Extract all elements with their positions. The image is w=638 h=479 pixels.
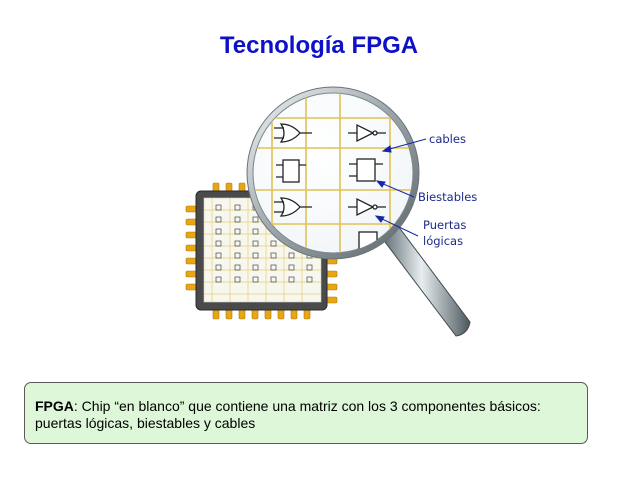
- magnifier-handle: [381, 225, 471, 337]
- note-term: FPGA: [35, 398, 74, 414]
- label-puertas-line2: lógicas: [423, 234, 463, 248]
- label-puertas-line1: Puertas: [423, 218, 466, 232]
- chip-cells: [215, 204, 313, 283]
- label-cables: cables: [429, 132, 466, 146]
- definition-note: FPGA: Chip “en blanco” que contiene una …: [24, 382, 588, 444]
- note-text: : Chip “en blanco” que contiene una matr…: [35, 398, 541, 431]
- callout-arrows: [374, 138, 427, 237]
- magnifier-lens: [246, 86, 420, 260]
- label-biestables: Biestables: [418, 190, 477, 204]
- chip-pins: [185, 182, 338, 320]
- page-title: Tecnología FPGA: [219, 32, 419, 59]
